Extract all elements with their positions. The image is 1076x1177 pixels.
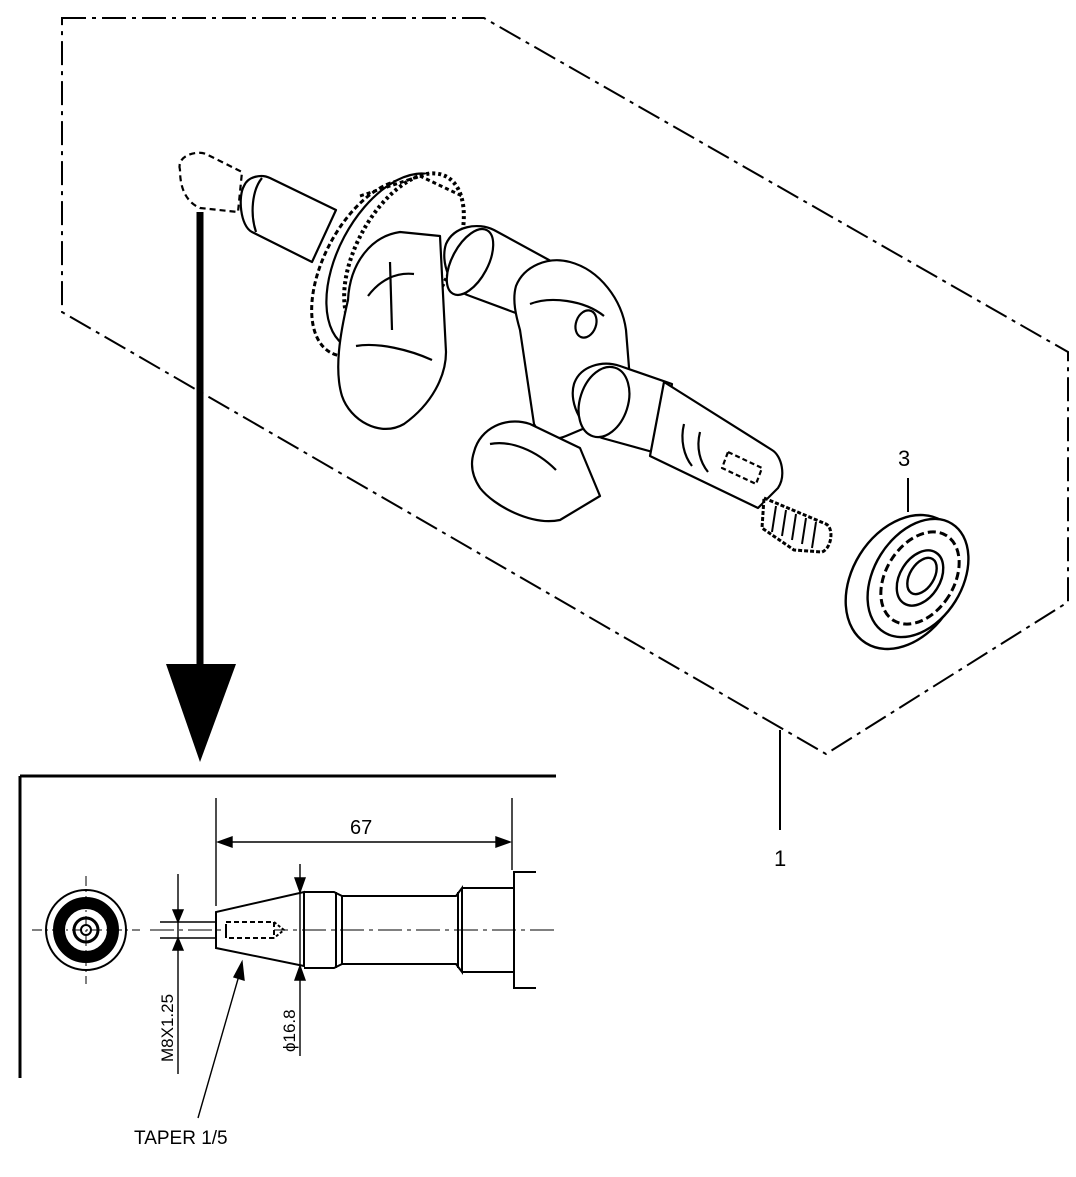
phantom-taper-tip xyxy=(178,151,244,214)
length-value: 67 xyxy=(350,817,372,839)
callout-1-label: 1 xyxy=(774,846,786,871)
detail-panel: 67 M8X1.25 ϕ16.8 TAPER 1/5 xyxy=(18,774,556,1149)
thread-dimension xyxy=(160,874,216,1074)
taper-label: TAPER 1/5 xyxy=(134,1128,228,1149)
thread-label: M8X1.25 xyxy=(158,994,177,1062)
left-journal xyxy=(239,175,338,264)
output-shaft xyxy=(648,380,784,510)
diameter-label: ϕ16.8 xyxy=(280,1009,299,1052)
crankshaft xyxy=(178,151,833,554)
length-dimension xyxy=(215,798,513,906)
keyway xyxy=(720,450,764,486)
counterweight xyxy=(470,420,602,523)
ball-bearing xyxy=(844,513,970,651)
shaft-end-view xyxy=(32,876,140,984)
callout-3-label: 3 xyxy=(898,446,910,471)
diameter-dimension xyxy=(294,864,306,1056)
left-crank-web xyxy=(337,230,448,430)
assembly-outline xyxy=(61,17,1069,756)
shaft-side-view xyxy=(215,871,536,989)
taper-leader xyxy=(197,959,245,1119)
detail-arrow xyxy=(166,212,236,762)
